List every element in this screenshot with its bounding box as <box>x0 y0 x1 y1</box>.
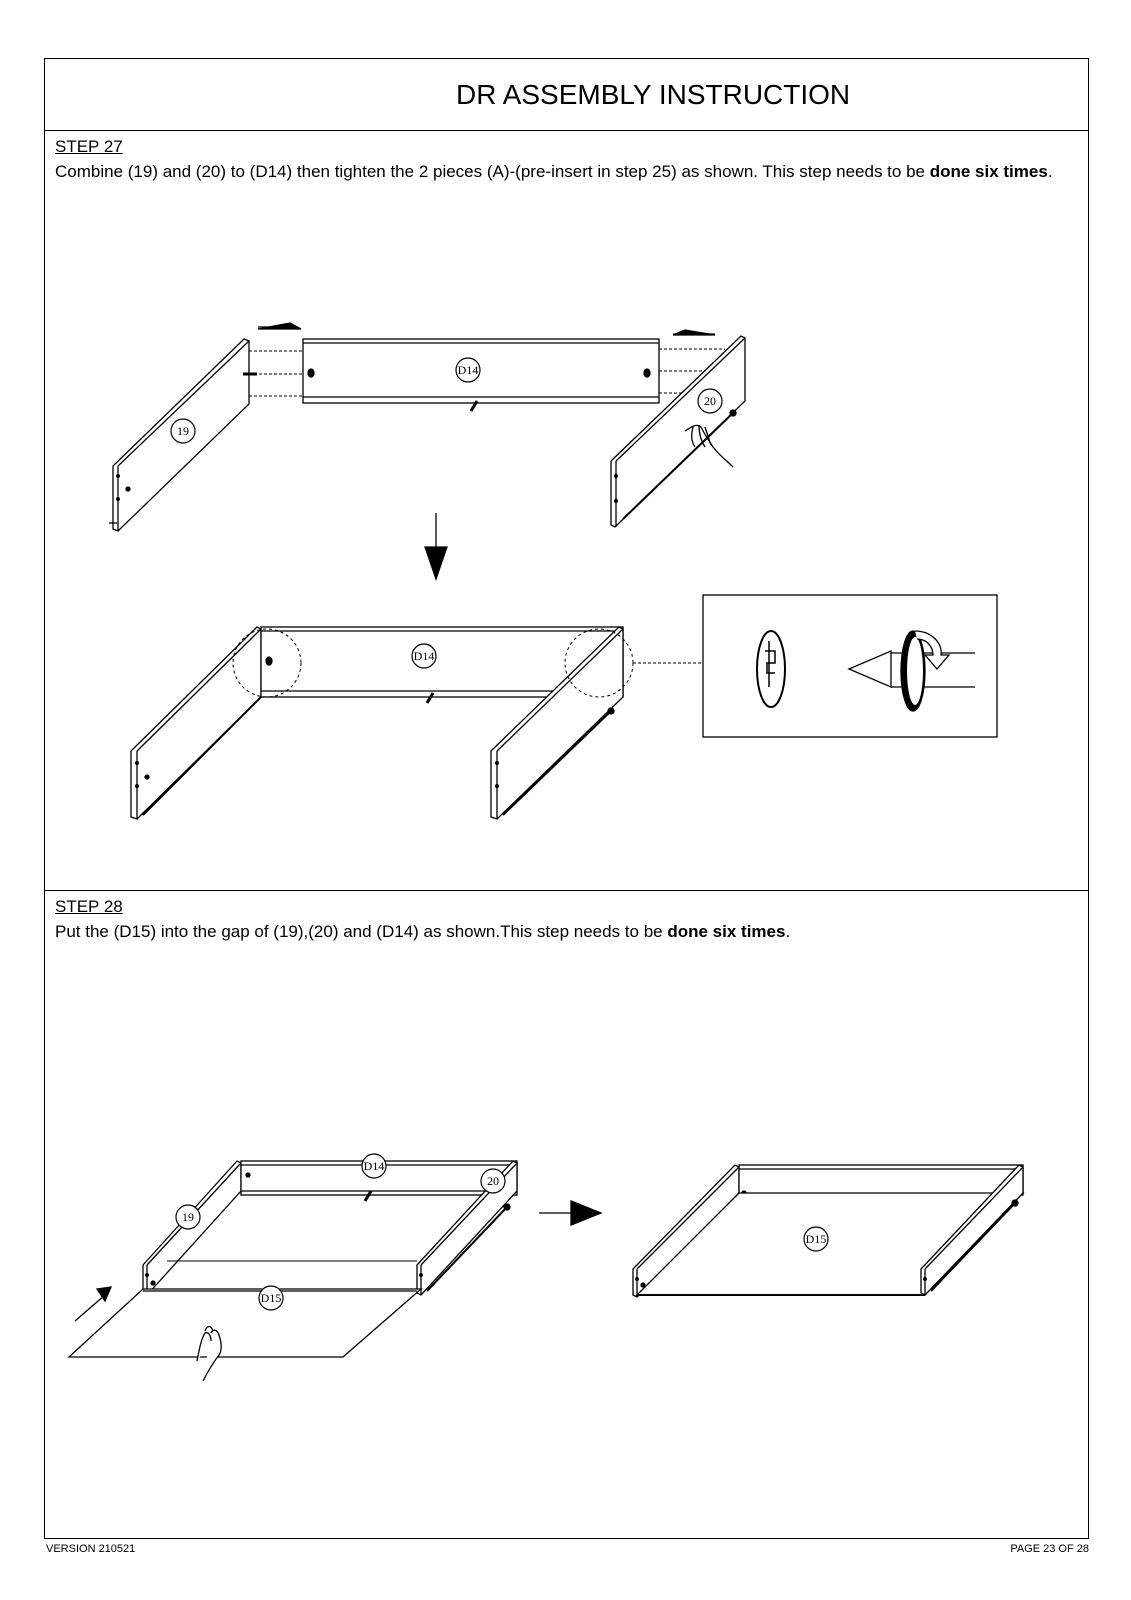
drawer-complete-drawing <box>632 1164 1025 1298</box>
step-27-text-end: . <box>1047 162 1053 181</box>
step-28-instruction: Put the (D15) into the gap of (19),(20) … <box>55 921 1065 943</box>
detail-box-screw-tighten <box>702 594 998 738</box>
label-part-d14-top: D14 <box>458 363 479 377</box>
drawer-insert-drawing <box>67 1160 518 1382</box>
push-arrow-icon <box>74 1286 113 1322</box>
label-part-19: 19 <box>182 1210 194 1224</box>
step-28-heading: STEP 28 <box>55 897 123 916</box>
page-frame: DR ASSEMBLY INSTRUCTION STEP 27 Combine … <box>44 58 1089 1539</box>
step-27-section: STEP 27 Combine (19) and (20) to (D14) t… <box>45 131 1088 891</box>
panel-20-drawing <box>610 335 746 528</box>
panel-d14-drawing <box>302 338 660 412</box>
step-28-text: Put the (D15) into the gap of (19),(20) … <box>55 922 668 941</box>
down-arrow-icon <box>424 513 448 581</box>
footer-page-number: PAGE 23 OF 28 <box>1010 1543 1089 1555</box>
step-28-illustration: 19 D14 20 D15 D15 <box>67 1153 1025 1382</box>
label-part-d15-right: D15 <box>806 1232 827 1246</box>
label-part-d15-left: D15 <box>261 1291 282 1305</box>
step-27-heading: STEP 27 <box>55 137 123 156</box>
right-arrow-icon <box>539 1200 603 1226</box>
step-27-instruction: Combine (19) and (20) to (D14) then tigh… <box>55 161 1065 183</box>
page-title: DR ASSEMBLY INSTRUCTION <box>456 79 851 110</box>
assembled-frame-drawing <box>130 626 703 820</box>
slide-arrow-left-icon <box>257 322 302 330</box>
label-part-19: 19 <box>177 424 189 438</box>
slide-arrow-right-icon <box>672 329 716 336</box>
label-part-20: 20 <box>487 1174 499 1188</box>
footer-version: VERSION 210521 <box>46 1543 136 1555</box>
step-28-section: STEP 28 Put the (D15) into the gap of (1… <box>45 891 1088 1540</box>
step-27-bold-text: done six times <box>929 162 1048 181</box>
step-28-text-end: . <box>785 922 791 941</box>
title-bar: DR ASSEMBLY INSTRUCTION <box>45 59 1088 131</box>
step-27-text: Combine (19) and (20) to (D14) then tigh… <box>55 162 930 181</box>
label-part-20: 20 <box>704 394 716 408</box>
label-part-d14-bottom: D14 <box>414 649 435 663</box>
label-part-d14: D14 <box>364 1159 385 1173</box>
step-27-illustration: 19 D14 20 D14 <box>109 322 998 820</box>
step-28-bold-text: done six times <box>667 922 786 941</box>
